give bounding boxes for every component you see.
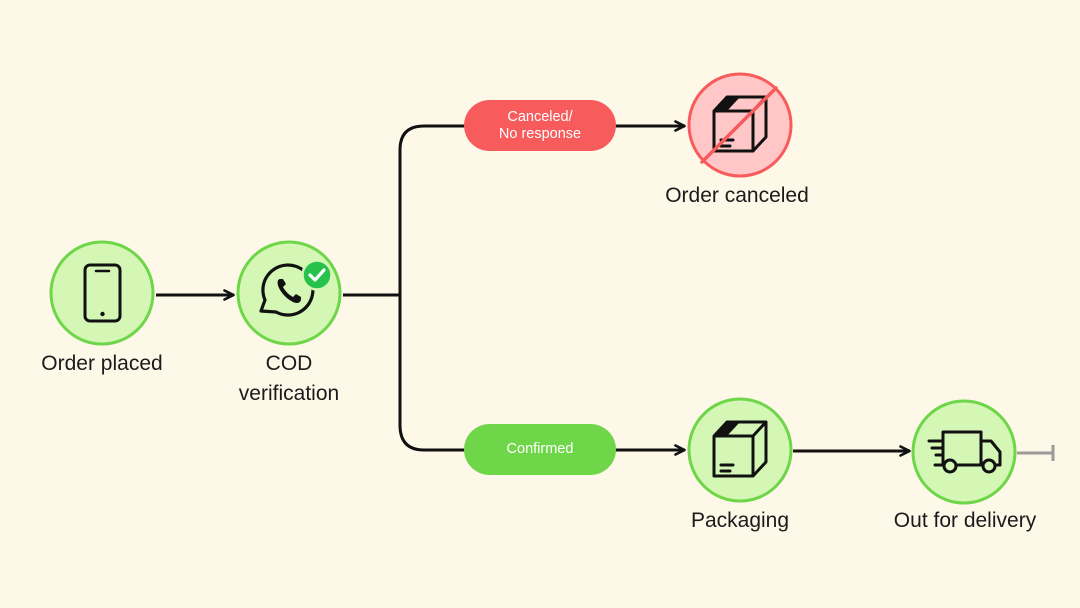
branch-confirmed-pill: Confirmed <box>464 424 616 475</box>
branch-canceled-pill: Canceled/ No response <box>464 100 616 151</box>
label-order-placed: Order placed <box>41 352 163 375</box>
checkmark-badge-icon <box>301 259 333 291</box>
label-packaging: Packaging <box>690 509 790 532</box>
package-icon <box>712 420 768 478</box>
label-order-canceled: Order canceled <box>665 184 809 207</box>
branch-canceled-line1: Canceled/ <box>507 108 573 125</box>
node-packaging <box>687 397 793 503</box>
smartphone-icon <box>83 263 122 323</box>
node-cod-verification <box>236 240 342 346</box>
node-order-canceled <box>687 72 793 178</box>
connector-branch-down <box>398 295 466 452</box>
connector-branch-up <box>398 124 466 295</box>
label-out-for-delivery: Out for delivery <box>893 509 1037 532</box>
label-cod-verification: COD verification <box>239 349 339 409</box>
delivery-truck-icon <box>927 430 1002 474</box>
continuation-stub <box>1017 445 1055 461</box>
node-out-for-delivery <box>911 399 1017 505</box>
label-cod-verification-line1: COD <box>265 352 313 375</box>
branch-canceled-line2: No response <box>498 125 582 142</box>
label-cod-verification-line2: verification <box>238 382 340 405</box>
branch-confirmed-label: Confirmed <box>506 441 574 457</box>
node-order-placed <box>49 240 155 346</box>
package-crossed-icon <box>700 86 778 164</box>
